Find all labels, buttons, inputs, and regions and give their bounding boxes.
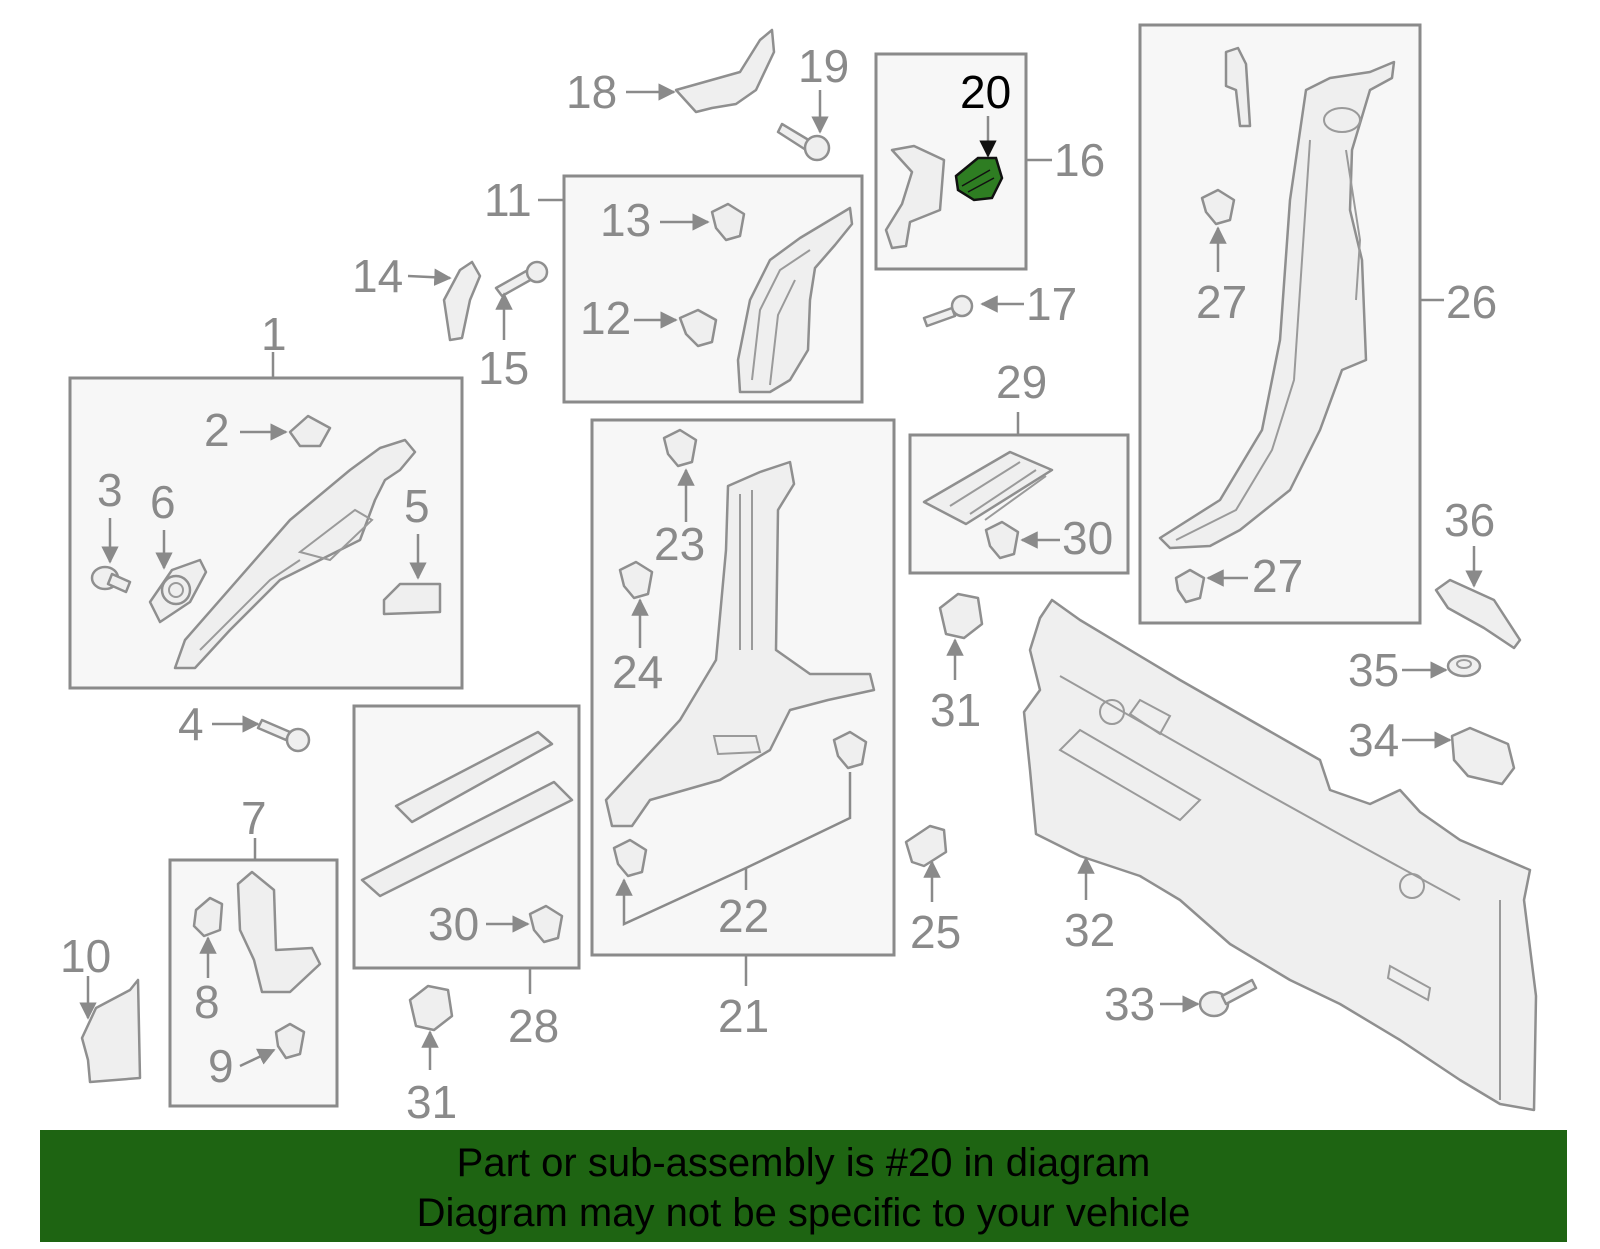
callout-27-upper: 27 [1196,276,1247,328]
callout-32: 32 [1064,904,1115,956]
trim-part-7 [236,870,322,994]
b-pillar-upper-trim-part [736,206,854,394]
callout-25: 25 [910,906,961,958]
callout-28: 28 [508,1000,559,1052]
parts-diagram: 1 2 3 4 5 6 7 8 9 10 11 12 13 14 15 16 1… [60,23,1538,1128]
bracket-part-16 [884,144,946,250]
clip-part-9 [274,1022,306,1060]
callout-13: 13 [600,194,651,246]
push-pin-part-33 [1198,978,1258,1018]
clip-part-25 [904,824,948,868]
callout-3: 3 [97,464,123,516]
callout-1: 1 [261,308,287,360]
callout-33: 33 [1104,978,1155,1030]
clip-part-8 [192,896,224,938]
clip-part-23 [662,428,698,468]
nut-part-35 [1446,654,1482,678]
clip-part-27-upper [1200,188,1236,226]
clip-part-30-lower [528,904,564,944]
rear-panel-part-32 [1022,598,1538,1112]
callout-19: 19 [798,40,849,92]
callout-15: 15 [478,342,529,394]
callout-26: 26 [1446,276,1497,328]
clip-part-14 [442,260,482,342]
callout-12: 12 [580,292,631,344]
notice-line-disclaimer: Diagram may not be specific to your vehi… [416,1191,1191,1235]
callout-34: 34 [1348,714,1399,766]
pad-part-5 [382,582,442,616]
callout-14: 14 [352,250,403,302]
callout-4: 4 [178,698,204,750]
bolt-part-4 [256,718,311,753]
callout-21: 21 [718,990,769,1042]
callout-31-left: 31 [406,1076,457,1128]
bracket-part-18 [674,28,776,114]
bolt-part-19 [776,122,831,162]
bracket-part-27-top [1224,46,1252,128]
a-pillar-trim-part [173,438,417,670]
clip-part-24 [618,560,654,600]
callout-24: 24 [612,646,663,698]
scuff-plate-part-29 [922,450,1054,526]
callout-9: 9 [208,1040,234,1092]
clip-part-30-upper [984,520,1020,560]
callout-16: 16 [1054,134,1105,186]
callout-8: 8 [194,976,220,1028]
bolt-part-17 [922,294,974,328]
callout-20-highlighted: 20 [960,66,1011,118]
callout-35: 35 [1348,644,1399,696]
clip-part-22-right [832,730,868,770]
screw-part-3 [90,565,132,594]
callout-labels: 1 2 3 4 5 6 7 8 9 10 11 12 13 14 15 16 1… [60,40,1497,1128]
sill-plate-part-28-top [394,730,554,824]
sill-plate-part-28-bottom [360,780,574,898]
leader-lines [79,83,1483,1070]
callout-23: 23 [654,518,705,570]
clip-part-27-lower [1174,568,1206,604]
highlighted-part-20 [954,156,1004,202]
speaker-grille-part-6 [148,558,208,624]
callout-29: 29 [996,356,1047,408]
callout-5: 5 [404,480,430,532]
callout-17: 17 [1026,278,1077,330]
callout-2: 2 [204,404,230,456]
callout-18: 18 [566,66,617,118]
callout-31-right: 31 [930,684,981,736]
group-box-1 [68,376,464,690]
pad-part-34 [1450,726,1516,786]
callout-27-lower: 27 [1252,550,1303,602]
callout-11: 11 [484,174,532,226]
bracket-part-10 [80,978,142,1084]
callout-36: 36 [1444,494,1495,546]
callout-10: 10 [60,930,111,982]
callout-7: 7 [241,792,267,844]
clip-part-31-right [938,592,984,640]
bolt-part-15 [494,260,549,298]
bracket-part-36 [1434,578,1522,650]
clip-part-22-left [612,838,648,878]
clip-part-12 [678,308,718,348]
callout-30-upper: 30 [1062,512,1113,564]
c-pillar-trim-part [1158,60,1396,550]
notice-line-part-number: Part or sub-assembly is #20 in diagram [456,1141,1151,1185]
clip-part-31-left [408,984,454,1032]
callout-22: 22 [718,890,769,942]
clip-part-2 [288,414,332,448]
notice-banner: Part or sub-assembly is #20 in diagram D… [40,1130,1567,1242]
b-pillar-lower-trim-part [604,460,876,828]
callout-6: 6 [150,476,176,528]
clip-part-13 [710,202,746,242]
callout-30-lower: 30 [428,898,479,950]
